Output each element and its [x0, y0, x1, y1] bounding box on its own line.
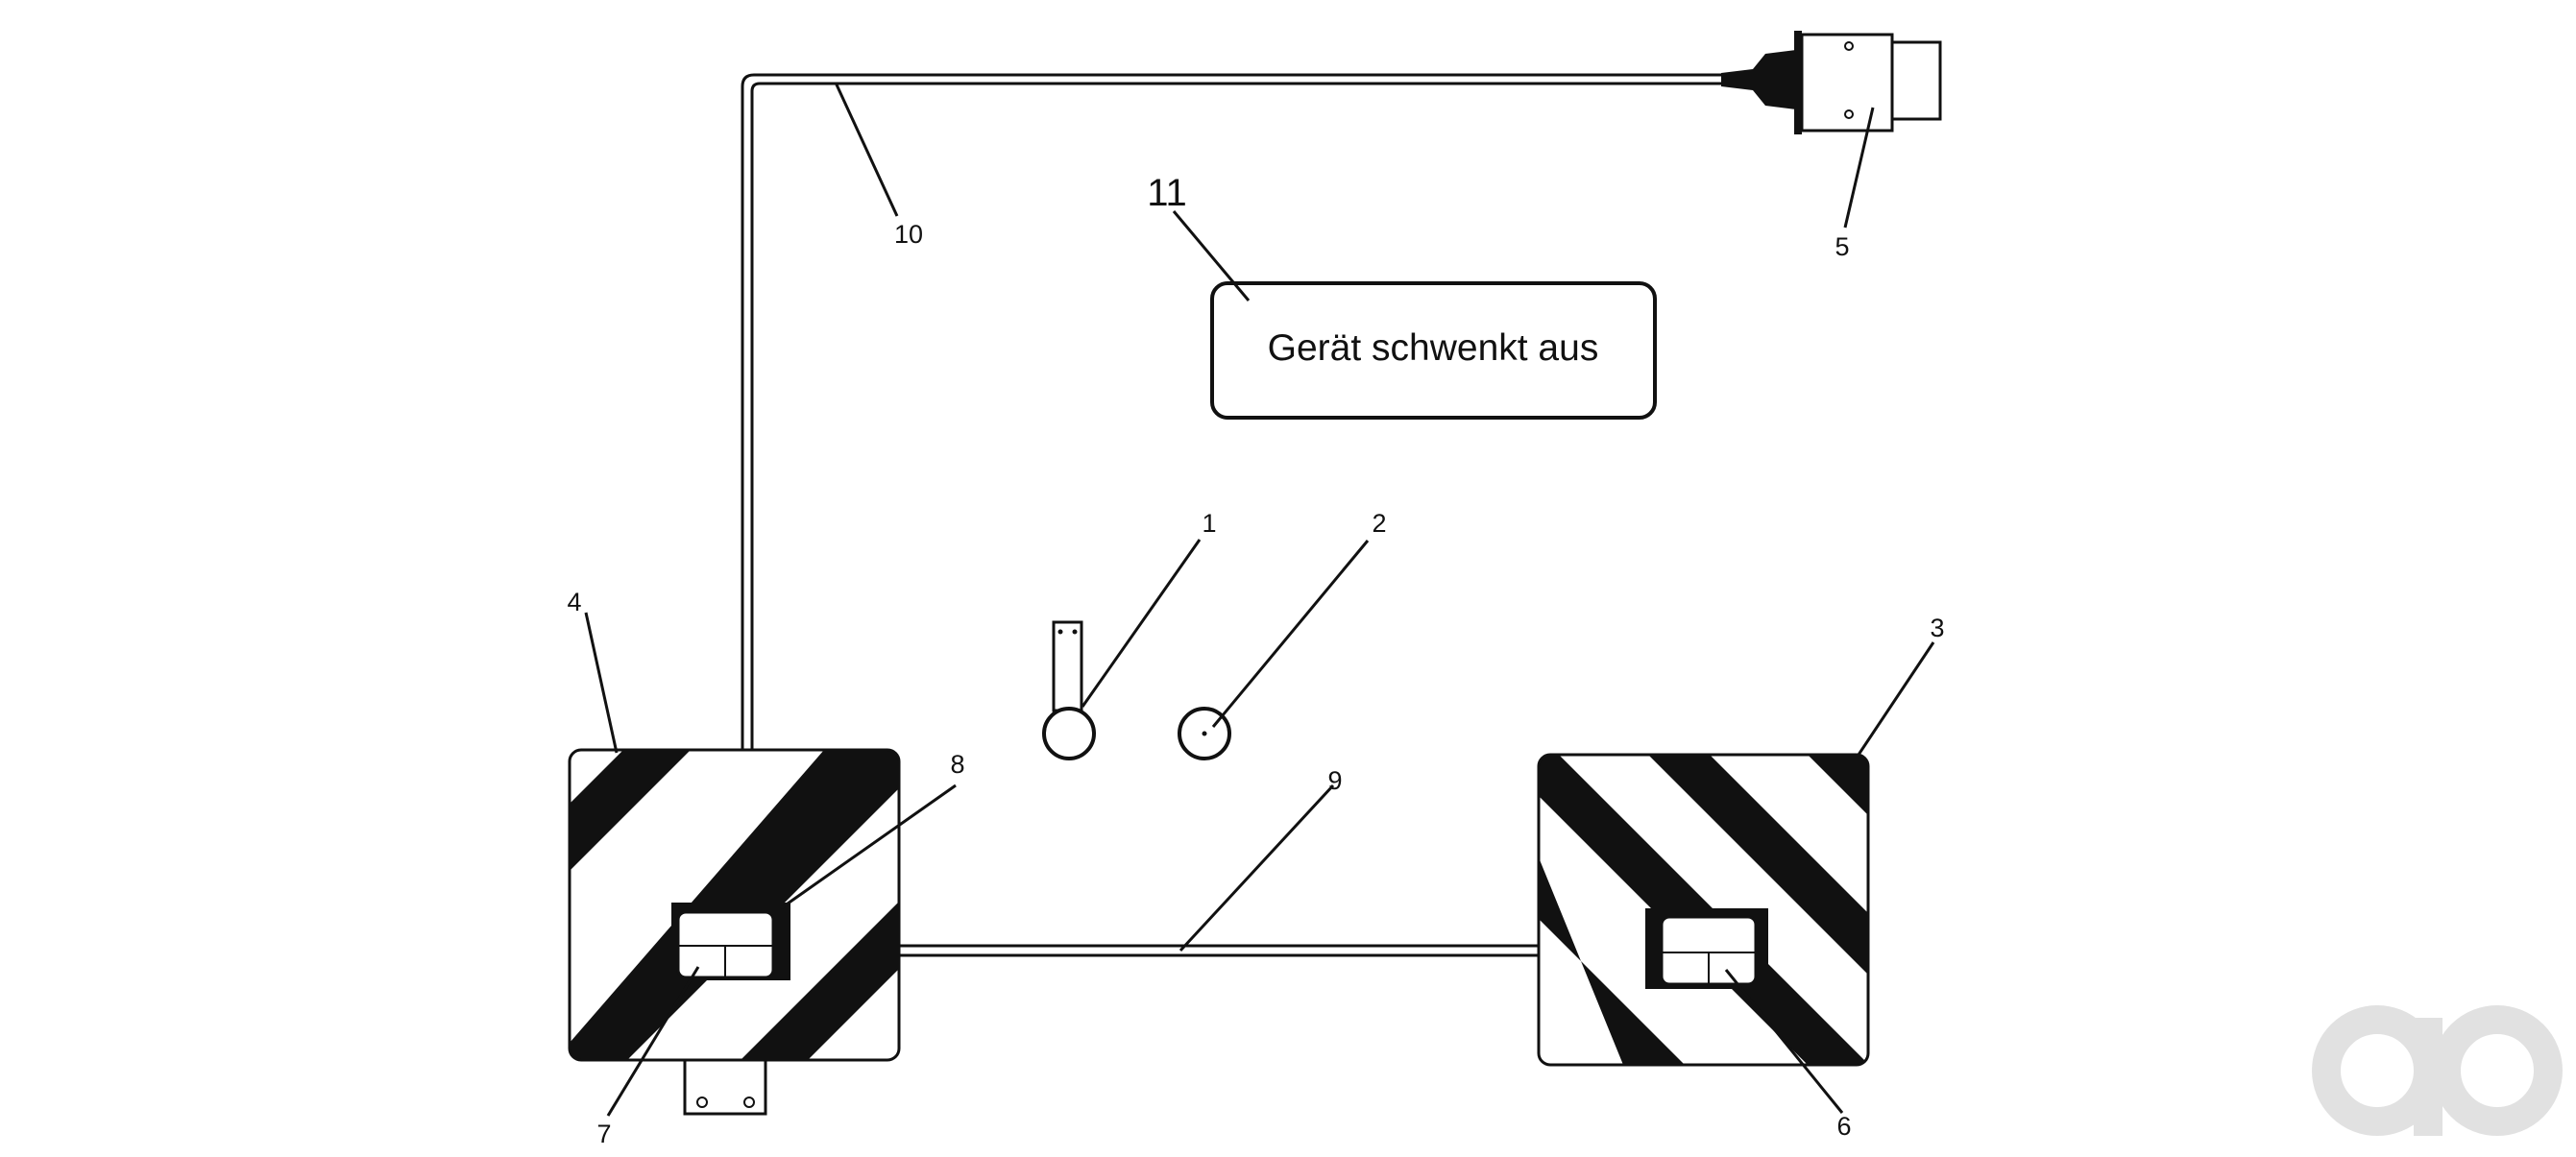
supply-cable — [741, 73, 1721, 749]
label-3: 3 — [1930, 614, 1944, 642]
label-7: 7 — [596, 1120, 611, 1148]
label-11: 11 — [1147, 172, 1187, 214]
message-box: Gerät schwenkt aus — [1210, 281, 1657, 420]
label-9: 9 — [1327, 766, 1342, 795]
lever-switch — [1042, 620, 1096, 760]
label-5: 5 — [1835, 232, 1849, 261]
label-6: 6 — [1836, 1112, 1851, 1141]
label-8: 8 — [950, 750, 964, 779]
message-text: Gerät schwenkt aus — [1268, 327, 1599, 369]
label-2: 2 — [1372, 509, 1386, 538]
connecting-cable — [899, 944, 1539, 957]
label-1: 1 — [1202, 509, 1216, 538]
plug — [1721, 31, 1942, 134]
watermark-logo — [2312, 1005, 2563, 1136]
label-4: 4 — [567, 588, 581, 616]
leader-lines — [584, 82, 1935, 1117]
right-light — [1645, 908, 1768, 989]
left-light — [671, 903, 790, 980]
right-warning-panel — [1537, 753, 1870, 1067]
label-10: 10 — [894, 220, 923, 249]
